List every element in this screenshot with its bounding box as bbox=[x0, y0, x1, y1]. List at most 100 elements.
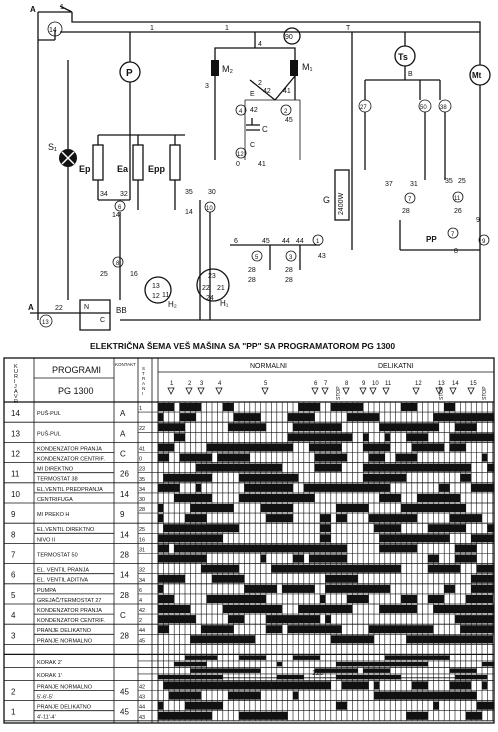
timing-bar bbox=[309, 443, 342, 452]
timing-bar bbox=[276, 674, 304, 680]
timing-bar bbox=[444, 584, 455, 593]
svg-text:30: 30 bbox=[208, 189, 216, 196]
row-number: 12 bbox=[11, 450, 20, 459]
strani-letter: T bbox=[142, 371, 145, 376]
svg-text:4: 4 bbox=[239, 109, 243, 115]
timing-bar bbox=[217, 534, 223, 543]
timing-bar bbox=[158, 554, 164, 563]
timing-bar bbox=[174, 661, 185, 667]
timing-bar bbox=[222, 403, 234, 412]
step-number: 13 bbox=[438, 381, 445, 387]
timing-bar bbox=[255, 711, 288, 720]
timing-bar bbox=[179, 711, 196, 720]
timing-bar bbox=[444, 524, 466, 533]
row-label: PRANJE NORMALNO bbox=[37, 684, 93, 690]
timing-bar bbox=[395, 453, 401, 462]
motor-mt-label: Mt bbox=[472, 71, 482, 80]
timing-bar bbox=[320, 463, 342, 472]
timing-bar bbox=[190, 635, 212, 644]
timing-bar bbox=[428, 625, 434, 634]
svg-text:45: 45 bbox=[262, 238, 270, 245]
timing-bar bbox=[363, 473, 380, 482]
timing-bar bbox=[336, 514, 347, 523]
timing-bar bbox=[325, 574, 353, 583]
svg-text:3: 3 bbox=[205, 83, 209, 90]
svg-text:12: 12 bbox=[237, 152, 244, 158]
heater-epp-label: Epp bbox=[148, 164, 166, 174]
node-b: B bbox=[408, 71, 413, 78]
row-pin: 44 bbox=[139, 705, 145, 711]
timing-bar bbox=[293, 433, 310, 442]
timing-bar bbox=[233, 463, 266, 472]
timing-bar bbox=[422, 463, 434, 472]
row-pin: 6 bbox=[139, 588, 142, 594]
row-pin: 22 bbox=[139, 426, 145, 432]
timing-bar bbox=[336, 605, 353, 614]
row-contact: 26 bbox=[120, 470, 129, 479]
timing-bar bbox=[336, 483, 369, 492]
timing-bar bbox=[384, 544, 418, 553]
timing-bar bbox=[266, 463, 283, 472]
timing-bar bbox=[460, 681, 472, 690]
row-pin: 43 bbox=[139, 715, 145, 721]
timing-bar bbox=[444, 493, 455, 502]
timing-bar bbox=[282, 584, 293, 593]
timing-bar bbox=[206, 524, 239, 533]
timing-bar bbox=[336, 635, 347, 644]
timing-bar bbox=[190, 668, 218, 673]
row-pin: 32 bbox=[139, 568, 145, 574]
timing-bar bbox=[239, 594, 266, 603]
timing-bar bbox=[363, 413, 380, 422]
timing-bar bbox=[158, 413, 164, 422]
svg-text:5: 5 bbox=[255, 255, 259, 261]
row-number: 7 bbox=[11, 551, 16, 560]
timing-bar bbox=[395, 534, 401, 543]
heater-ep-label: Ep bbox=[79, 164, 91, 174]
row-number: 8 bbox=[11, 530, 16, 539]
timing-bar bbox=[379, 493, 396, 502]
timing-bar bbox=[158, 453, 169, 462]
timing-bar bbox=[271, 625, 283, 634]
svg-text:28: 28 bbox=[285, 267, 293, 274]
thermal-90-label: 90 bbox=[285, 34, 293, 41]
wire-label: 1 bbox=[150, 25, 154, 32]
timing-bar bbox=[158, 514, 164, 523]
timing-bar bbox=[433, 701, 439, 710]
timing-bar bbox=[482, 681, 488, 690]
timing-bar bbox=[179, 413, 185, 422]
timing-bar bbox=[406, 423, 428, 432]
timing-bar bbox=[330, 403, 364, 412]
timing-bar bbox=[449, 681, 461, 690]
svg-text:44: 44 bbox=[296, 238, 304, 245]
row-number: 6 bbox=[11, 571, 16, 580]
timing-bar bbox=[460, 605, 482, 614]
timing-bar bbox=[455, 635, 461, 644]
svg-text:25: 25 bbox=[458, 178, 466, 185]
timing-bar bbox=[287, 433, 293, 442]
timing-bar bbox=[325, 554, 347, 563]
timing-bar bbox=[190, 473, 212, 482]
svg-text:23: 23 bbox=[208, 273, 216, 280]
svg-text:31: 31 bbox=[410, 181, 418, 188]
timing-bar bbox=[293, 681, 320, 690]
timing-bar bbox=[455, 493, 461, 502]
timing-bar bbox=[195, 403, 202, 412]
timing-bar bbox=[244, 483, 261, 492]
timing-bar bbox=[330, 564, 342, 573]
strani-letter: N bbox=[142, 386, 145, 391]
timing-bar bbox=[260, 483, 293, 492]
timing-bar bbox=[411, 605, 418, 614]
timing-bar bbox=[336, 504, 369, 513]
row-label: TERMOSTAT 50 bbox=[37, 553, 78, 559]
step-number: 5 bbox=[264, 381, 268, 387]
row-pin: 44 bbox=[139, 628, 145, 634]
timing-bar bbox=[298, 605, 304, 614]
timing-bar bbox=[298, 403, 320, 412]
level-switch-h2-icon bbox=[144, 276, 172, 304]
svg-text:42: 42 bbox=[263, 88, 271, 95]
row-pin: 41 bbox=[139, 446, 145, 452]
timing-bar bbox=[282, 473, 299, 482]
timing-bar bbox=[449, 504, 466, 513]
row-label: EL.VENTIL PREDPRANJA bbox=[37, 487, 103, 493]
step-number: 12 bbox=[415, 381, 422, 387]
